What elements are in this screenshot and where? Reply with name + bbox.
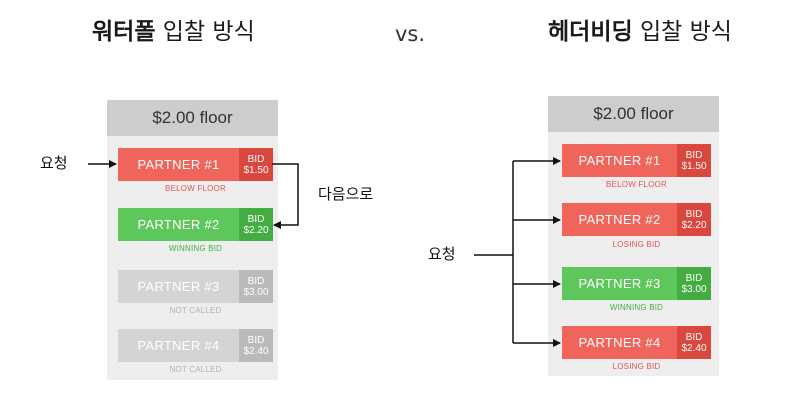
header-partner-card-2: PARTNER #2 BID $2.20 [562, 203, 711, 236]
partner-name: PARTNER #2 [562, 203, 677, 236]
waterfall-next-label: 다음으로 [318, 185, 374, 203]
waterfall-partner-card-1: PARTNER #1 BID $1.50 [118, 148, 273, 181]
partner-status: LOSING BID [612, 362, 661, 371]
header-bidding-title-rest: 입찰 방식 [639, 19, 732, 45]
bid-label: BID [685, 149, 703, 161]
bid-box: BID $3.00 [239, 270, 273, 303]
waterfall-partner-card-3: PARTNER #3 BID $3.00 [118, 270, 273, 303]
header-request-label: 요청 [428, 245, 456, 263]
bid-box: BID $2.20 [239, 208, 273, 241]
partner-name: PARTNER #1 [562, 144, 677, 177]
partner-name: PARTNER #4 [118, 329, 239, 362]
bid-value: $2.40 [681, 342, 707, 354]
header-bidding-panel: $2.00 floor PARTNER #1 BID $1.50 BELOW F… [548, 96, 719, 376]
bid-box: BID $3.00 [677, 267, 711, 300]
partner-status: WINNING BID [168, 244, 223, 253]
bid-box: BID $1.50 [677, 144, 711, 177]
bid-label: BID [685, 272, 703, 284]
waterfall-request-label: 요청 [40, 154, 68, 172]
bid-value: $3.00 [243, 286, 269, 298]
waterfall-title-bold: 워터폴 [92, 19, 156, 45]
waterfall-title: 워터폴 입찰 방식 [92, 12, 255, 46]
waterfall-floor-header: $2.00 floor [107, 100, 278, 136]
bid-label: BID [685, 331, 703, 343]
bid-value: $2.20 [681, 219, 707, 231]
header-bidding-title: 헤더비딩 입찰 방식 [548, 12, 732, 46]
vs-label: vs. [395, 22, 426, 46]
waterfall-title-rest: 입찰 방식 [162, 19, 255, 45]
waterfall-partner-card-4: PARTNER #4 BID $2.40 [118, 329, 273, 362]
bid-value: $3.00 [681, 283, 707, 295]
header-partner-card-1: PARTNER #1 BID $1.50 [562, 144, 711, 177]
partner-name: PARTNER #1 [118, 148, 239, 181]
header-partner-card-3: PARTNER #3 BID $3.00 [562, 267, 711, 300]
partner-status: BELOW FLOOR [165, 184, 226, 193]
bid-label: BID [247, 275, 265, 287]
bid-box: BID $1.50 [239, 148, 273, 181]
partner-name: PARTNER #4 [562, 326, 677, 359]
bid-value: $2.40 [243, 345, 269, 357]
bid-value: $1.50 [243, 164, 269, 176]
waterfall-next-arrow [272, 163, 299, 229]
bid-box: BID $2.40 [677, 326, 711, 359]
partner-name: PARTNER #3 [118, 270, 239, 303]
bid-label: BID [685, 208, 703, 220]
bid-label: BID [247, 153, 265, 165]
bid-box: BID $2.20 [677, 203, 711, 236]
bid-label: BID [247, 334, 265, 346]
bid-box: BID $2.40 [239, 329, 273, 362]
waterfall-panel: $2.00 floor PARTNER #1 BID $1.50 BELOW F… [107, 100, 278, 380]
partner-name: PARTNER #3 [562, 267, 677, 300]
partner-status: WINNING BID [609, 303, 664, 312]
waterfall-partner-card-2: PARTNER #2 BID $2.20 [118, 208, 273, 241]
header-bidding-floor-header: $2.00 floor [548, 96, 719, 132]
partner-status: LOSING BID [612, 240, 661, 249]
bid-label: BID [247, 213, 265, 225]
partner-status: NOT CALLED [169, 306, 222, 315]
bid-value: $2.20 [243, 224, 269, 236]
partner-status: NOT CALLED [169, 365, 222, 374]
header-bidding-title-bold: 헤더비딩 [548, 19, 633, 45]
bid-value: $1.50 [681, 160, 707, 172]
header-partner-card-4: PARTNER #4 BID $2.40 [562, 326, 711, 359]
partner-name: PARTNER #2 [118, 208, 239, 241]
partner-status: BELOW FLOOR [606, 180, 667, 189]
